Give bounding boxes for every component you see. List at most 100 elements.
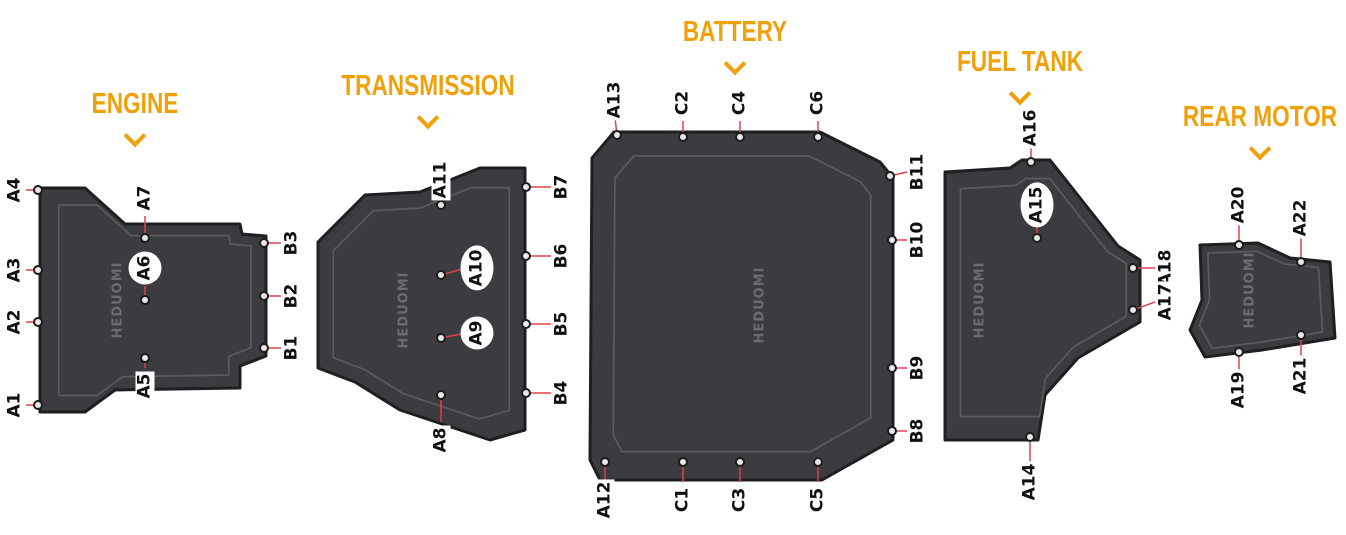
mount-label-b7: B7	[551, 172, 572, 202]
mount-label-b9: B9	[907, 353, 928, 383]
mount-point-a2	[33, 317, 43, 327]
mount-label-b4: B4	[551, 378, 572, 408]
rear-motor-plate-ridge	[1198, 250, 1324, 350]
mount-point-c4	[735, 132, 745, 142]
mount-point-a3	[33, 265, 43, 275]
fuel-tank-title: FUEL TANK	[939, 46, 1101, 79]
mount-label-a12: A12	[594, 479, 615, 521]
mount-point-a14	[1025, 432, 1035, 442]
mount-label-b8: B8	[907, 416, 928, 446]
transmission-title-text: TRANSMISSION	[341, 70, 515, 102]
mount-point-b3	[259, 238, 269, 248]
mount-point-a6	[140, 295, 150, 305]
transmission-title: TRANSMISSION	[317, 70, 539, 103]
mount-label-b3: B3	[281, 228, 302, 258]
mount-label-a11: A11	[430, 159, 451, 201]
mount-label-b11: B11	[907, 151, 928, 193]
mount-point-a5	[140, 353, 150, 363]
mount-point-a20	[1234, 240, 1244, 250]
fuel-tank-plate-ridge	[959, 177, 1128, 418]
mount-point-a16	[1026, 157, 1036, 167]
mount-label-c6: C6	[807, 88, 828, 118]
mount-label-a16: A16	[1020, 107, 1041, 149]
mount-point-b7	[521, 182, 531, 192]
engine-skid-plate	[38, 186, 268, 414]
mount-label-c4: C4	[729, 88, 750, 118]
mount-label-a3: A3	[4, 255, 25, 285]
engine-plate-ridge	[57, 204, 252, 397]
rear-motor-skid-plate	[1188, 241, 1337, 359]
brand-watermark: HEDUOMI	[1242, 251, 1258, 329]
mount-point-a1	[33, 400, 43, 410]
mount-label-c5: C5	[807, 485, 828, 515]
mount-point-b5	[521, 319, 531, 329]
mount-point-a17	[1128, 305, 1138, 315]
mount-label-a20: A20	[1228, 184, 1249, 226]
mount-label-a2: A2	[4, 307, 25, 337]
fuel-tank-title-text: FUEL TANK	[956, 46, 1084, 78]
rear-motor-title-text: REAR MOTOR	[1182, 101, 1338, 133]
mount-point-c2	[678, 132, 688, 142]
mount-point-a11	[436, 200, 446, 210]
battery-plate-ridge	[612, 155, 872, 453]
mount-label-a17: A17	[1155, 281, 1176, 323]
mount-point-b11	[885, 171, 895, 181]
mount-point-b10	[887, 235, 897, 245]
mount-point-a19	[1234, 347, 1244, 357]
mount-point-a4	[33, 185, 43, 195]
mount-point-a18	[1128, 263, 1138, 273]
brand-watermark: HEDUOMI	[396, 271, 412, 349]
mount-label-a13: A13	[604, 79, 625, 121]
mount-label-a10: A10	[460, 245, 494, 291]
mount-label-a1: A1	[4, 390, 25, 420]
mount-point-a22	[1296, 257, 1306, 267]
mount-point-b1	[259, 343, 269, 353]
rear-motor-title: REAR MOTOR	[1161, 101, 1346, 134]
mount-point-b8	[887, 426, 897, 436]
mount-point-a8	[436, 390, 446, 400]
engine-title: ENGINE	[79, 88, 190, 121]
mount-label-b2: B2	[281, 281, 302, 311]
mount-point-b2	[259, 291, 269, 301]
mount-point-a10	[436, 270, 446, 280]
mount-label-a8: A8	[430, 425, 451, 455]
mount-label-a19: A19	[1228, 369, 1249, 411]
mount-label-a22: A22	[1290, 197, 1311, 239]
mount-label-a4: A4	[4, 175, 25, 205]
battery-title-text: BATTERY	[682, 16, 788, 48]
mount-point-a13	[612, 130, 622, 140]
mount-point-c1	[678, 457, 688, 467]
mount-point-a12	[600, 457, 610, 467]
brand-watermark: HEDUOMI	[972, 261, 988, 339]
mount-label-a6: A6	[128, 251, 162, 285]
mount-label-b1: B1	[281, 333, 302, 363]
mount-point-c3	[735, 457, 745, 467]
mount-label-a9: A9	[460, 316, 494, 350]
mount-label-a14: A14	[1019, 461, 1040, 503]
mount-label-c3: C3	[729, 485, 750, 515]
mount-label-a7: A7	[134, 183, 155, 213]
mount-point-a15	[1032, 233, 1042, 243]
engine-title-text: ENGINE	[91, 88, 179, 120]
mount-point-a21	[1296, 330, 1306, 340]
mount-label-a21: A21	[1290, 355, 1311, 397]
mount-label-b6: B6	[551, 241, 572, 271]
mount-point-c6	[813, 132, 823, 142]
mount-label-b5: B5	[551, 309, 572, 339]
mount-label-c2: C2	[672, 88, 693, 118]
brand-watermark: HEDUOMI	[110, 261, 126, 339]
mount-point-b9	[887, 363, 897, 373]
mount-point-b4	[521, 388, 531, 398]
brand-watermark: HEDUOMI	[752, 266, 768, 344]
mount-point-a7	[140, 233, 150, 243]
transmission-plate-ridge	[332, 186, 511, 420]
mount-label-a15: A15	[1020, 182, 1054, 228]
mount-label-a5: A5	[134, 371, 155, 401]
battery-title: BATTERY	[668, 16, 802, 49]
mount-label-b10: B10	[907, 219, 928, 261]
battery-skid-plate	[588, 130, 895, 482]
mount-point-b6	[521, 251, 531, 261]
mount-point-a9	[436, 333, 446, 343]
